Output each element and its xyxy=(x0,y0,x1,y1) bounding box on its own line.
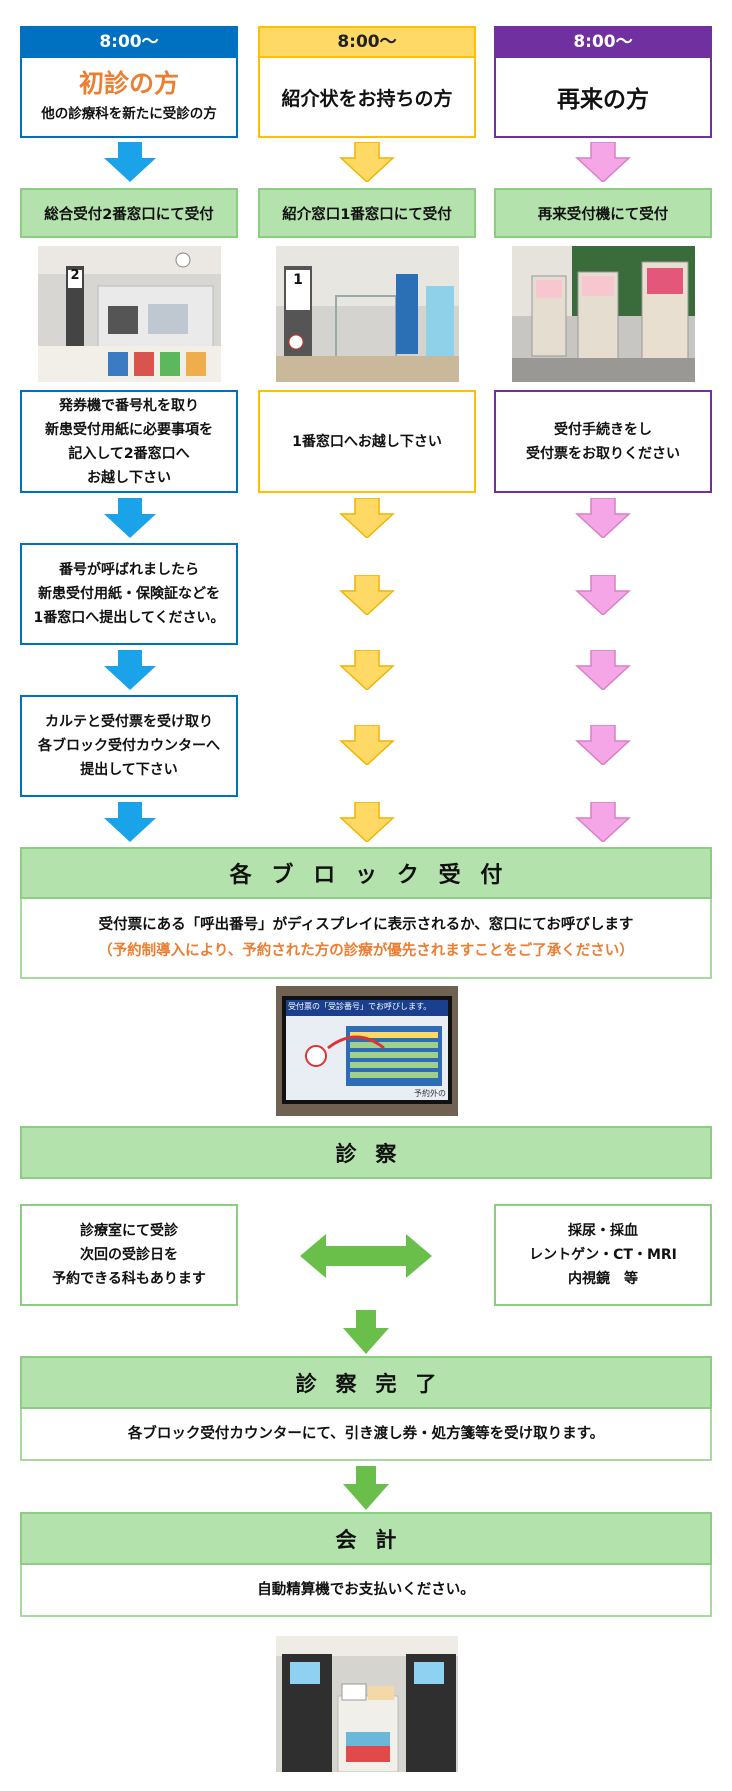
payment-text: 自動精算機でお支払いください。 xyxy=(257,1582,475,1598)
payment-title: 会計 xyxy=(20,1512,712,1565)
arrow-down-icon xyxy=(341,1466,391,1510)
col2-step1-line: 1番窓口へお越し下さい xyxy=(292,433,442,450)
exam-complete-title: 診察完了 xyxy=(20,1356,712,1409)
col1-step2-line: 番号が呼ばれましたら xyxy=(59,562,199,578)
exam-complete-text: 各ブロック受付カウンターにて、引き渡し券・処方箋等を受け取ります。 xyxy=(127,1426,605,1442)
kiosk-photo xyxy=(512,246,695,382)
exam-right-line: 採尿・採血 xyxy=(568,1223,638,1239)
block-reception-title: 各ブロック受付 xyxy=(20,847,712,899)
arrow-down-icon xyxy=(100,650,160,690)
arrow-down-icon xyxy=(100,142,160,182)
col1-step2-line: 1番窓口へ提出してください。 xyxy=(33,610,225,626)
exam-left-line: 予約できる科もあります xyxy=(52,1271,206,1287)
counter2-photo: 2 xyxy=(38,246,221,382)
counter2-sign: 2 xyxy=(70,268,80,283)
col2-time-header: 8:00～ xyxy=(258,26,476,58)
col1-subtitle: 他の診療科を新たに受診の方 xyxy=(41,106,217,122)
arrow-down-icon xyxy=(573,575,633,615)
block-reception-line1: 受付票にある「呼出番号」がディスプレイに表示されるか、窓口にてお呼びします xyxy=(98,917,634,933)
arrow-down-icon xyxy=(573,142,633,182)
arrow-down-icon xyxy=(337,142,397,182)
arrow-down-icon xyxy=(100,498,160,538)
block-reception-note: （予約制導入により、予約された方の診療が優先されますことをご了承ください） xyxy=(98,943,634,959)
display-footer: 予約外の xyxy=(414,1089,446,1098)
col1-title-box: 初診の方 他の診療科を新たに受診の方 xyxy=(20,58,238,138)
arrow-down-icon xyxy=(573,802,633,842)
col1-step3-line: カルテと受付票を受け取り xyxy=(45,714,213,730)
col1-step1-box: 発券機で番号札を取り 新患受付用紙に必要事項を 記入して2番窓口へ お越し下さい xyxy=(20,390,238,493)
call-display-photo: 受付票の「受診番号」でお呼びします。 予約外の xyxy=(276,986,458,1116)
exam-right-box: 採尿・採血 レントゲン・CT・MRI 内視鏡 等 xyxy=(494,1204,712,1306)
col1-step3-box: カルテと受付票を受け取り 各ブロック受付カウンターへ 提出して下さい xyxy=(20,695,238,797)
arrow-down-icon xyxy=(337,575,397,615)
col1-step3-line: 各ブロック受付カウンターへ xyxy=(38,738,220,754)
exam-left-line: 次回の受診日を xyxy=(80,1247,178,1263)
col2-step1-box: 1番窓口へお越し下さい xyxy=(258,390,476,493)
col1-step2-line: 新患受付用紙・保険証などを xyxy=(38,586,220,602)
col1-step3-line: 提出して下さい xyxy=(80,762,178,778)
payment-body: 自動精算機でお支払いください。 xyxy=(20,1565,712,1617)
exam-right-line: レントゲン・CT・MRI xyxy=(529,1247,677,1263)
col1-step1-line: 記入して2番窓口へ xyxy=(68,445,190,462)
arrow-down-icon xyxy=(341,1310,391,1354)
col1-step1-line: 新患受付用紙に必要事項を xyxy=(45,421,213,438)
arrow-down-icon xyxy=(100,802,160,842)
col1-reception-label: 総合受付2番窓口にて受付 xyxy=(20,188,238,238)
arrow-down-icon xyxy=(573,498,633,538)
arrow-down-icon xyxy=(337,725,397,765)
col3-title-box: 再来の方 xyxy=(494,58,712,138)
block-reception-body: 受付票にある「呼出番号」がディスプレイに表示されるか、窓口にてお呼びします （予… xyxy=(20,899,712,979)
display-heading: 受付票の「受診番号」でお呼びします。 xyxy=(288,1002,432,1011)
col3-reception-label: 再来受付機にて受付 xyxy=(494,188,712,238)
arrow-down-icon xyxy=(573,650,633,690)
col2-reception-label: 紹介窓口1番窓口にて受付 xyxy=(258,188,476,238)
exam-left-box: 診療室にて受診 次回の受診日を 予約できる科もあります xyxy=(20,1204,238,1306)
double-arrow-icon xyxy=(300,1234,432,1278)
col1-step2-box: 番号が呼ばれましたら 新患受付用紙・保険証などを 1番窓口へ提出してください。 xyxy=(20,543,238,645)
col3-step1-box: 受付手続きをし 受付票をお取りください xyxy=(494,390,712,493)
col1-step1-line: お越し下さい xyxy=(87,469,171,486)
counter1-sign: 1 xyxy=(293,272,303,288)
col1-time-header: 8:00～ xyxy=(20,26,238,58)
col3-time-header: 8:00～ xyxy=(494,26,712,58)
arrow-down-icon xyxy=(337,802,397,842)
arrow-down-icon xyxy=(573,725,633,765)
col3-title: 再来の方 xyxy=(557,87,649,113)
exam-title: 診察 xyxy=(20,1126,712,1179)
col3-step1-line: 受付票をお取りください xyxy=(526,445,680,462)
col3-step1-line: 受付手続きをし xyxy=(554,421,652,438)
arrow-down-icon xyxy=(337,498,397,538)
exam-complete-body: 各ブロック受付カウンターにて、引き渡し券・処方箋等を受け取ります。 xyxy=(20,1409,712,1461)
col2-title: 紹介状をお持ちの方 xyxy=(281,87,453,110)
exam-left-line: 診療室にて受診 xyxy=(80,1223,178,1239)
col1-step1-line: 発券機で番号札を取り xyxy=(59,397,199,414)
counter1-photo: 1 xyxy=(276,246,459,382)
col1-title: 初診の方 xyxy=(78,69,179,98)
arrow-down-icon xyxy=(337,650,397,690)
payment-machine-photo xyxy=(276,1636,458,1772)
col2-title-box: 紹介状をお持ちの方 xyxy=(258,58,476,138)
exam-right-line: 内視鏡 等 xyxy=(568,1271,638,1287)
